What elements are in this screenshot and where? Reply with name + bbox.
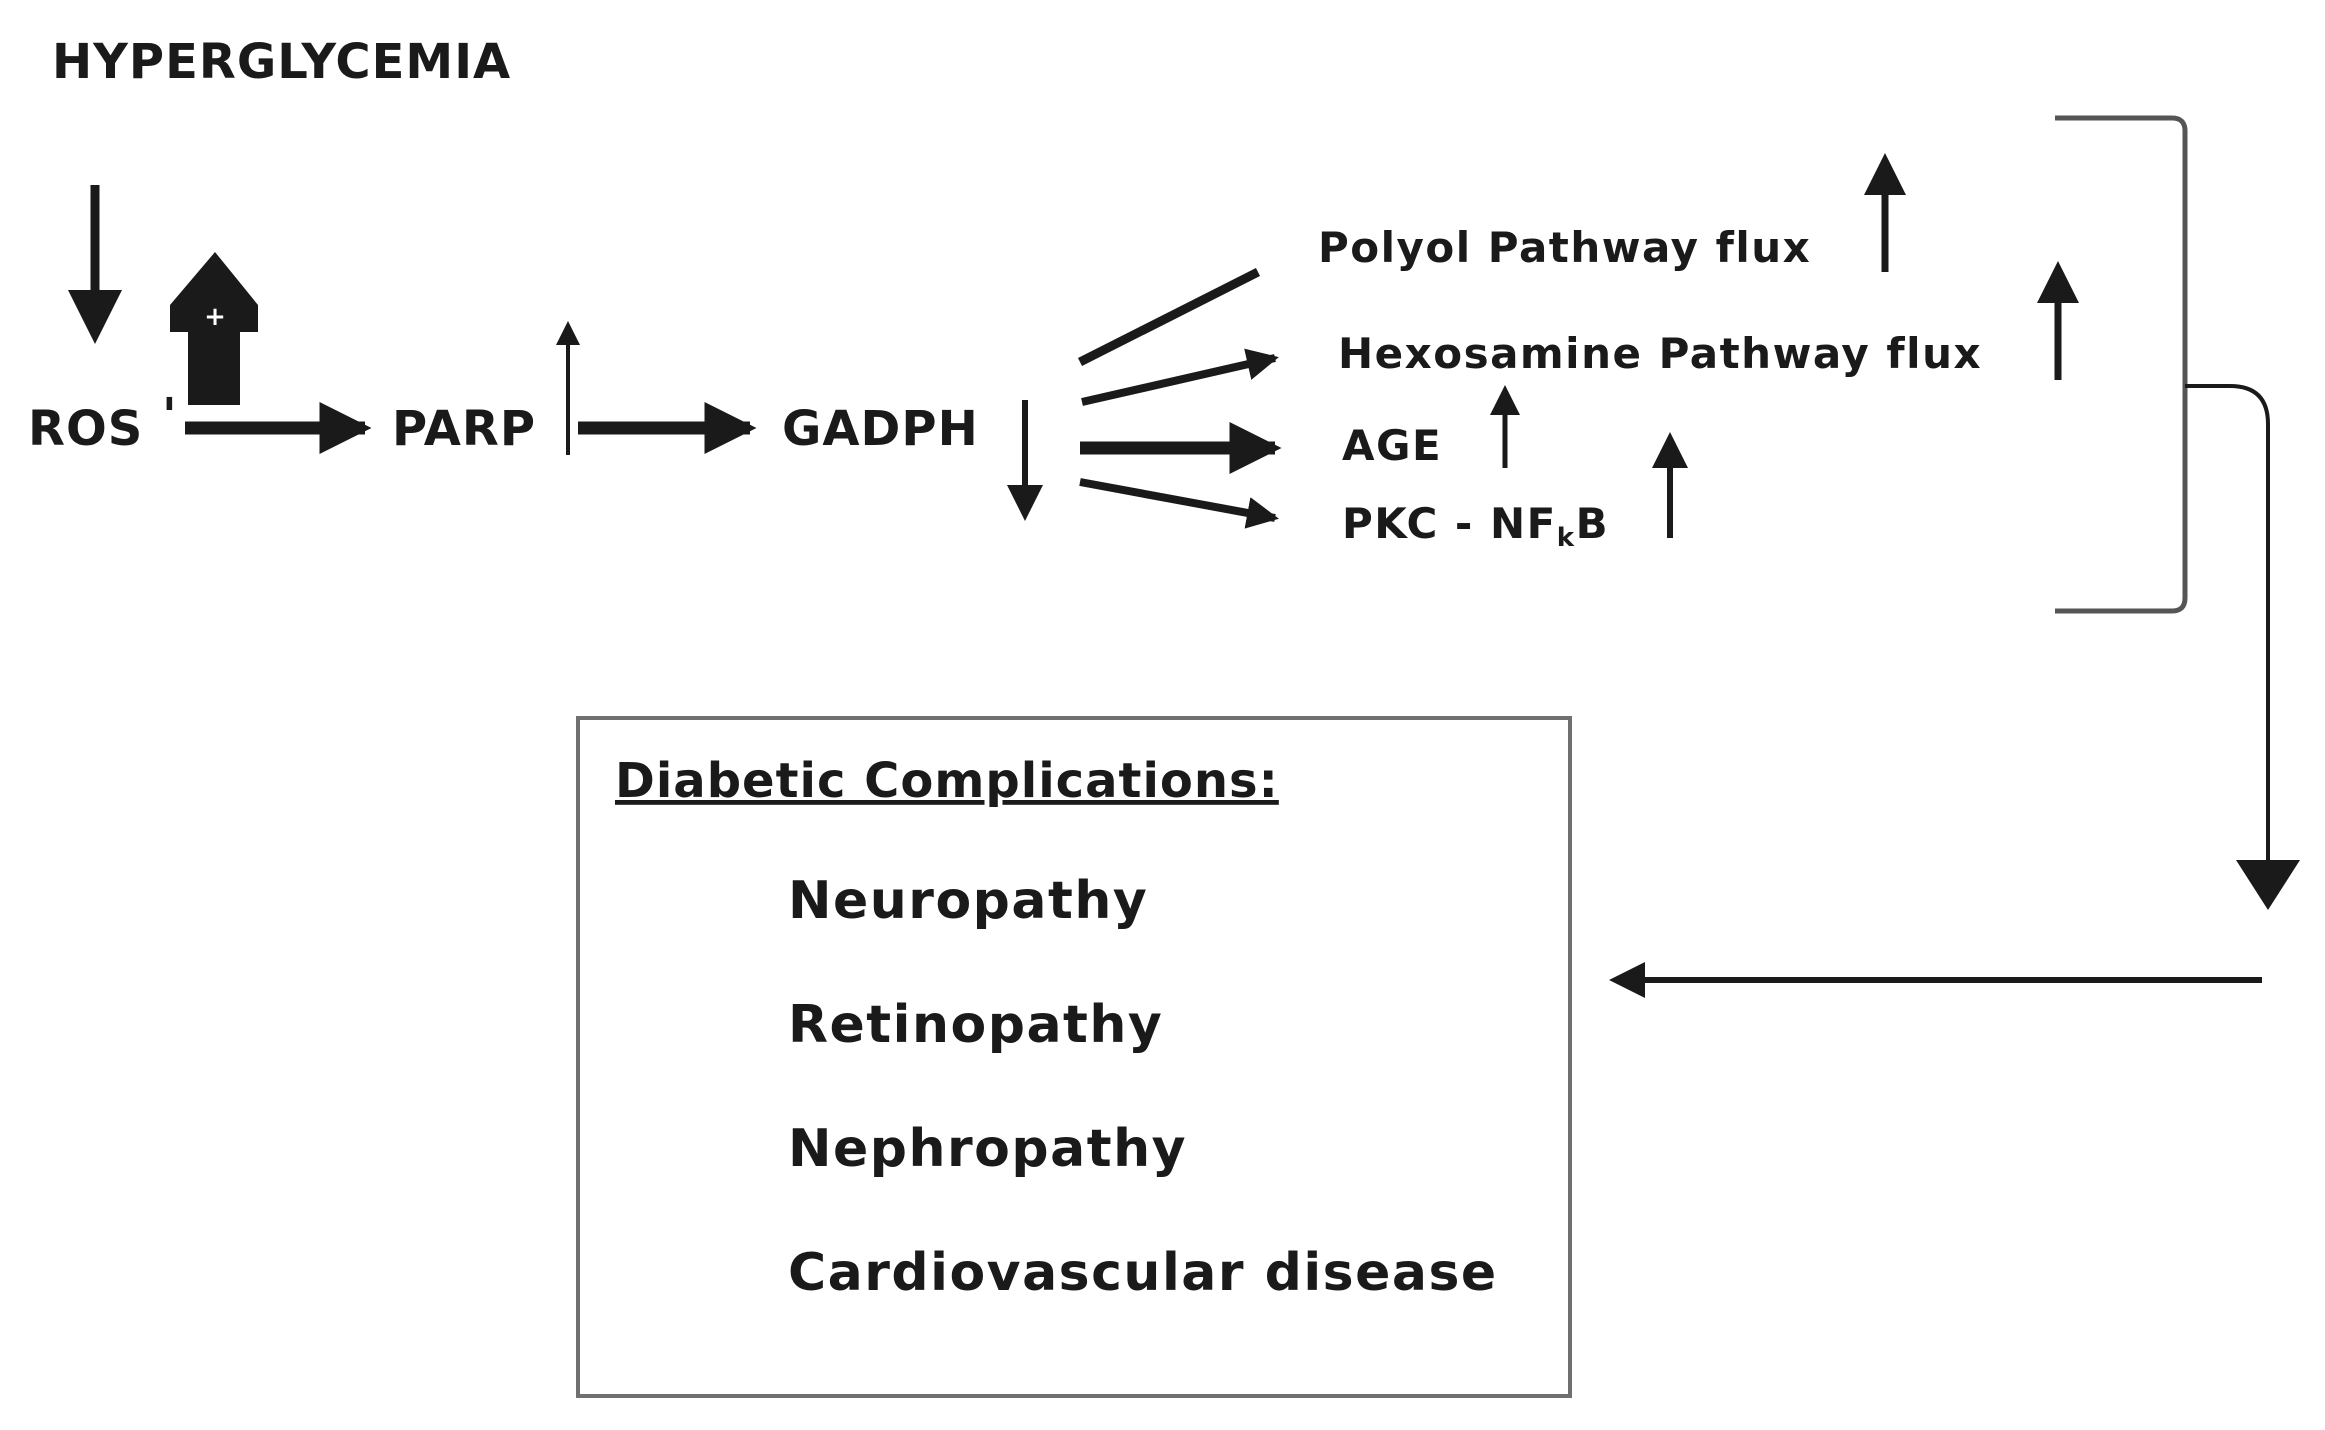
complications-box <box>576 716 1572 1398</box>
plus-badge: + <box>204 302 226 332</box>
big-up-arrow-icon: + <box>170 252 258 405</box>
ros-mark: ' <box>162 388 178 444</box>
pkc-label-main: PKC - NF <box>1342 499 1557 548</box>
fan-line-polyol <box>1077 267 1261 367</box>
complication-item: Neuropathy <box>788 871 1148 931</box>
pathway-bracket <box>2055 115 2188 614</box>
complications-title: Diabetic Complications: <box>615 753 1279 809</box>
bracket-down-arrowhead-icon <box>2236 860 2300 910</box>
pathway-polyol-label: Polyol Pathway flux <box>1318 223 1811 272</box>
diagram-title: HYPERGLYCEMIA <box>52 34 511 90</box>
fan-line-hexosamine <box>1081 348 1279 406</box>
pathway-hexosamine-label: Hexosamine Pathway flux <box>1338 329 1982 378</box>
gadph-label: GADPH <box>782 401 979 457</box>
complication-item: Retinopathy <box>788 995 1163 1055</box>
pkc-label-sub: k <box>1557 523 1576 553</box>
pathway-pkc-label: PKC - NFkB <box>1342 499 1609 553</box>
ros-label: ROS <box>28 401 143 457</box>
complication-item: Nephropathy <box>788 1119 1187 1179</box>
pkc-label-tail: B <box>1576 499 1610 548</box>
bracket-connector <box>2185 384 2270 875</box>
complication-item: Cardiovascular disease <box>788 1243 1498 1303</box>
parp-label: PARP <box>392 401 536 457</box>
pathway-age-label: AGE <box>1342 421 1442 470</box>
fan-line-pkc <box>1079 478 1279 529</box>
